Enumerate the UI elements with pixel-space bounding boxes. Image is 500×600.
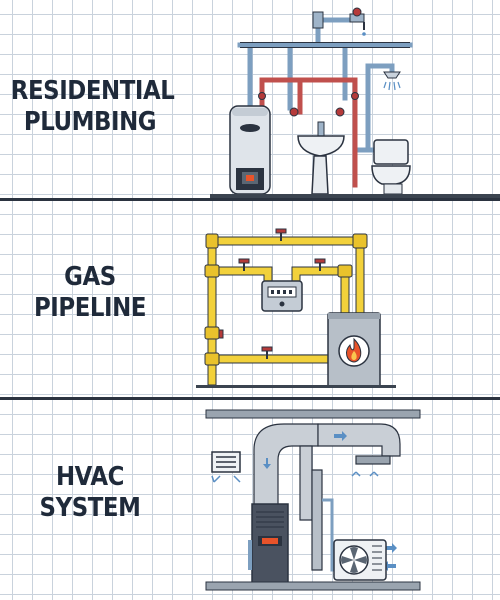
hvac-diagram [205, 409, 421, 591]
gas-title: GAS PIPELINE [11, 262, 169, 324]
ac-condenser-icon [333, 539, 387, 581]
hvac-title: HVAC SYSTEM [11, 462, 169, 524]
plumbing-title-line2: PLUMBING [23, 107, 157, 137]
hot-water-pipes [259, 77, 358, 188]
sink-icon [289, 107, 345, 195]
hvac-title-line1: HVAC [55, 462, 125, 492]
floor-slab [205, 581, 421, 591]
floor-line [210, 194, 500, 198]
water-heater-icon [229, 105, 271, 195]
faucet-icon [312, 7, 366, 36]
furnace-flame-icon [327, 312, 381, 388]
hvac-title-line2: SYSTEM [39, 493, 141, 523]
pipe-fittings [204, 233, 368, 366]
valve-icon [258, 92, 359, 100]
plumbing-title: RESIDENTIAL PLUMBING [10, 76, 175, 138]
hvac-panel: HVAC SYSTEM [0, 400, 500, 600]
duct-icon [253, 423, 401, 571]
plumbing-panel: RESIDENTIAL PLUMBING [0, 0, 500, 198]
gas-title-line1: GAS [64, 262, 116, 292]
plumbing-title-line1: RESIDENTIAL [10, 76, 175, 106]
furnace-icon [248, 503, 289, 585]
pipe-outlines [240, 42, 410, 48]
section-divider [0, 198, 500, 201]
toilet-icon [371, 139, 411, 195]
floor-line [196, 385, 396, 388]
gas-meter-icon [261, 280, 303, 312]
section-divider [0, 397, 500, 400]
ceiling-slab [205, 409, 421, 419]
valve-icon [218, 228, 326, 359]
gas-title-line2: PIPELINE [33, 293, 147, 323]
shower-head-icon [365, 63, 401, 100]
vent-icon [211, 451, 241, 473]
gas-diagram [196, 228, 396, 388]
plumbing-diagram [210, 7, 500, 198]
gas-panel: GAS PIPELINE [0, 201, 500, 397]
